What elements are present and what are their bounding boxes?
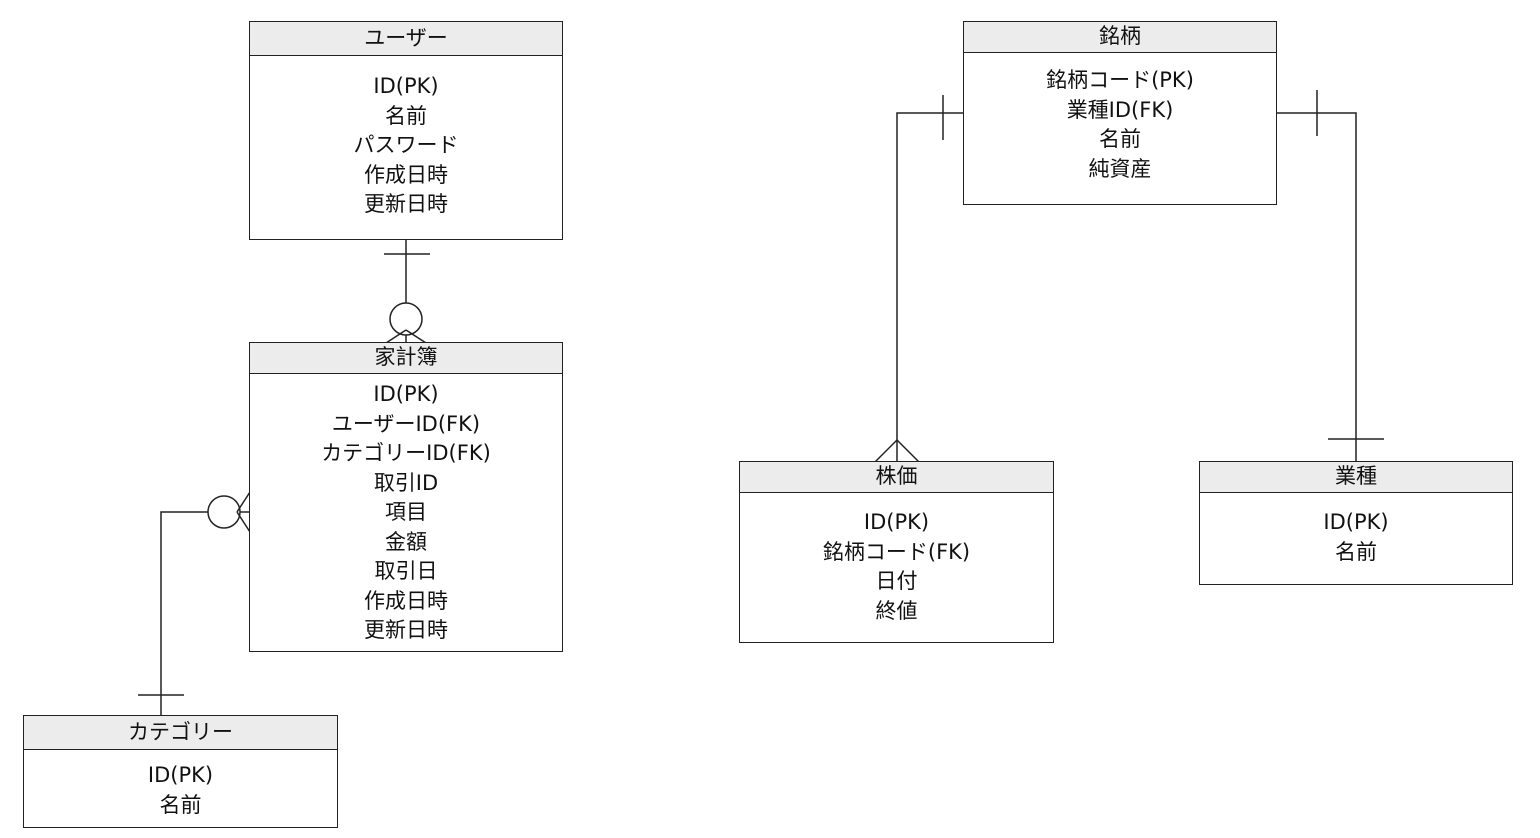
- attribute: 純資産: [1088, 156, 1152, 181]
- attribute: 取引日: [374, 559, 438, 583]
- rel-category-kakeibo: [138, 491, 251, 716]
- attribute: 金額: [385, 529, 427, 554]
- attribute: 名前: [385, 103, 427, 128]
- entity-title: 銘柄: [964, 22, 1276, 53]
- entity-user[interactable]: ユーザー ID(PK) 名前 パスワード 作成日時 更新日時: [249, 21, 563, 240]
- attribute-list: 銘柄コード(PK) 業種ID(FK) 名前 純資産: [964, 53, 1276, 184]
- attribute: ID(PK): [373, 74, 439, 98]
- rel-user-kakeibo: [384, 240, 430, 344]
- entity-kakeibo[interactable]: 家計簿 ID(PK) ユーザーID(FK) カテゴリーID(FK) 取引ID 項…: [249, 342, 563, 652]
- attribute: 取引ID: [373, 470, 439, 495]
- attribute-list: ID(PK) ユーザーID(FK) カテゴリーID(FK) 取引ID 項目 金額…: [250, 374, 562, 646]
- attribute-list: ID(PK) 銘柄コード(FK) 日付 終値: [740, 493, 1053, 626]
- attribute: ユーザーID(FK): [331, 411, 481, 436]
- attribute-list: ID(PK) 名前 パスワード 作成日時 更新日時: [250, 56, 562, 220]
- attribute: 銘柄コード(PK): [1046, 68, 1194, 92]
- attribute: 名前: [159, 792, 202, 817]
- attribute: 項目: [385, 500, 427, 524]
- attribute: 作成日時: [364, 588, 448, 613]
- attribute: 更新日時: [364, 618, 448, 642]
- entity-title: 株価: [740, 462, 1053, 493]
- attribute: 日付: [875, 569, 918, 593]
- attribute: 作成日時: [364, 162, 448, 187]
- attribute: 終値: [875, 598, 918, 623]
- entity-gyoshu[interactable]: 業種 ID(PK) 名前: [1199, 461, 1513, 585]
- attribute: 銘柄コード(FK): [822, 539, 971, 564]
- entity-category[interactable]: カテゴリー ID(PK) 名前: [23, 715, 338, 828]
- rel-gyoshu-meigara: [1277, 90, 1384, 462]
- entity-title: カテゴリー: [24, 716, 337, 750]
- attribute: 業種ID(FK): [1066, 97, 1174, 122]
- attribute: 更新日時: [364, 192, 448, 216]
- entity-title: ユーザー: [250, 22, 562, 56]
- attribute: ID(PK): [1323, 510, 1389, 534]
- attribute: パスワード: [353, 133, 459, 157]
- attribute-list: ID(PK) 名前: [24, 750, 337, 820]
- entity-title: 家計簿: [250, 343, 562, 374]
- attribute: カテゴリーID(FK): [321, 441, 491, 465]
- attribute: ID(PK): [147, 763, 214, 787]
- attribute: ID(PK): [373, 382, 439, 406]
- attribute-list: ID(PK) 名前: [1200, 493, 1512, 567]
- entity-meigara[interactable]: 銘柄 銘柄コード(PK) 業種ID(FK) 名前 純資産: [963, 21, 1277, 205]
- rel-meigara-kabuka: [874, 95, 963, 463]
- entity-title: 業種: [1200, 462, 1512, 493]
- attribute: ID(PK): [863, 510, 930, 534]
- attribute: 名前: [1099, 127, 1141, 151]
- attribute: 名前: [1335, 539, 1377, 564]
- entity-kabuka[interactable]: 株価 ID(PK) 銘柄コード(FK) 日付 終値: [739, 461, 1054, 643]
